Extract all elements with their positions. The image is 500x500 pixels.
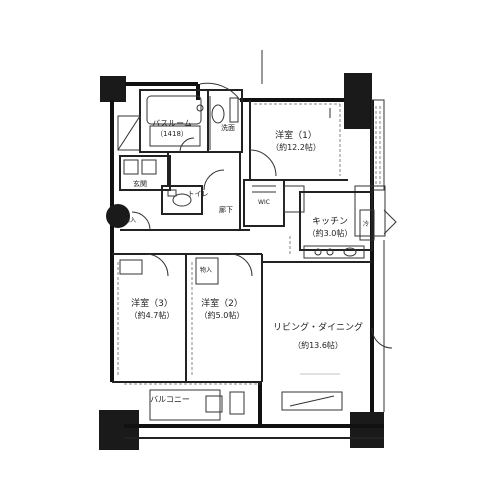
balcony-label: バルコニー <box>150 395 190 404</box>
hall-label: 廊下 <box>219 205 233 214</box>
entrance-label: 玄関 <box>133 179 147 188</box>
western-room-2-size: （約5.0帖） <box>200 310 245 320</box>
toilet-label: トイレ <box>188 190 209 198</box>
washroom-block <box>207 89 243 153</box>
western-room-1-label: 洋室（1） <box>275 129 317 141</box>
column-top-right <box>344 73 372 129</box>
western-room-3-size: （約4.7帖） <box>130 310 175 320</box>
washroom-label: 洗面 <box>221 123 235 132</box>
column-bottom-right <box>350 412 384 448</box>
ldk-walls <box>262 236 393 411</box>
kitchen-block <box>299 191 397 259</box>
entrance-zone <box>106 155 203 228</box>
ldk-label: リビング・ダイニング <box>273 321 363 333</box>
fridge-label: 冷 <box>363 220 369 228</box>
closet-zone <box>243 179 305 227</box>
closet-label-2: 物入 <box>200 266 212 274</box>
lower-rooms-walls <box>112 253 263 383</box>
western-room-1-size: （約12.2帖） <box>271 142 321 152</box>
column-bottom-left <box>99 410 139 450</box>
wic-label: WIC <box>258 199 270 206</box>
kitchen-size: （約3.0帖） <box>308 228 353 238</box>
kitchen-label: キッチン <box>312 216 348 227</box>
column-top-left <box>100 76 126 102</box>
hallway-walls <box>120 137 250 231</box>
bathroom-label: バスルーム <box>152 119 192 128</box>
closet-label: 物入 <box>124 216 136 224</box>
western-room-2-label: 洋室（2） <box>201 297 243 309</box>
bathroom-size: （1418） <box>156 130 188 138</box>
laundry-area <box>117 115 141 151</box>
top-door-swing <box>199 82 241 101</box>
balcony-area <box>124 383 260 421</box>
ldk-size: （約13.6帖） <box>293 340 343 350</box>
western-room-3-label: 洋室（3） <box>131 297 173 309</box>
